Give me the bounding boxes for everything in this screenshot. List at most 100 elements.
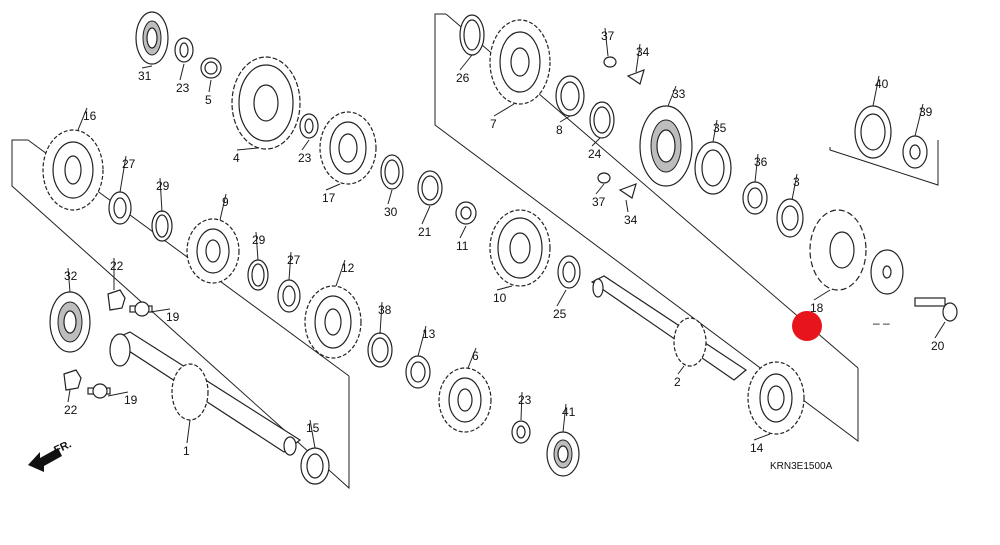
leader-line-37	[595, 183, 605, 195]
part-label-9[interactable]: 9	[222, 195, 229, 209]
leader-line-20	[934, 321, 946, 339]
part-label-24[interactable]: 24	[588, 147, 602, 161]
part-label-22[interactable]: 22	[110, 259, 124, 273]
part-label-33[interactable]: 33	[672, 87, 686, 101]
part-label-23[interactable]: 23	[518, 393, 532, 407]
leader-line-34	[635, 43, 641, 73]
leader-line-23	[520, 391, 523, 421]
bushing-11	[455, 201, 477, 225]
part-label-6[interactable]: 6	[472, 349, 479, 363]
ring-26	[459, 14, 485, 56]
leader-line-25	[556, 289, 567, 307]
seal-40	[854, 105, 892, 159]
part-label-34[interactable]: 34	[636, 45, 650, 59]
part-label-15[interactable]: 15	[306, 421, 320, 435]
part-label-10[interactable]: 10	[493, 291, 507, 305]
ring-38	[367, 332, 393, 368]
gear-16	[42, 129, 104, 211]
highlight-marker[interactable]	[792, 311, 822, 341]
part-label-30[interactable]: 30	[384, 205, 398, 219]
front-direction-arrow-icon	[28, 448, 62, 472]
part-label-37[interactable]: 37	[601, 29, 615, 43]
washer-23b	[299, 113, 319, 139]
part-label-20[interactable]: 20	[931, 339, 945, 353]
part-label-2[interactable]: 2	[674, 375, 681, 389]
part-label-27[interactable]: 27	[122, 157, 136, 171]
ring-21	[417, 170, 443, 206]
bearing-33	[639, 105, 693, 187]
part-label-17[interactable]: 17	[322, 191, 336, 205]
bushing-13	[405, 355, 431, 389]
part-label-19[interactable]: 19	[166, 310, 180, 324]
part-label-39[interactable]: 39	[919, 105, 933, 119]
part-label-29[interactable]: 29	[252, 233, 266, 247]
leader-line-7	[493, 103, 515, 117]
bearing-31	[135, 11, 169, 65]
washer-23a	[174, 37, 194, 63]
part-label-16[interactable]: 16	[83, 109, 97, 123]
leader-line-14	[753, 433, 771, 441]
part-label-18[interactable]: 18	[810, 301, 824, 315]
bearing-15	[300, 447, 330, 485]
bolt-37b	[597, 172, 611, 184]
leader-line-31	[141, 65, 153, 69]
part-label-40[interactable]: 40	[875, 77, 889, 91]
part-label-4[interactable]: 4	[233, 151, 240, 165]
part-label-32[interactable]: 32	[64, 269, 78, 283]
leader-line-23	[179, 63, 185, 81]
leader-line-33	[667, 85, 677, 107]
part-label-7[interactable]: 7	[490, 117, 497, 131]
part-label-1[interactable]: 1	[183, 444, 190, 458]
part-label-13[interactable]: 13	[422, 327, 436, 341]
leader-line-32	[67, 267, 71, 293]
part-label-14[interactable]: 14	[750, 441, 764, 455]
part-label-36[interactable]: 36	[754, 155, 768, 169]
part-label-3[interactable]: 3	[793, 175, 800, 189]
leader-line-37	[604, 27, 609, 57]
part-label-11[interactable]: 11	[456, 239, 469, 253]
leader-line-9	[219, 193, 227, 221]
part-label-26[interactable]: 26	[456, 71, 470, 85]
part-label-22[interactable]: 22	[64, 403, 78, 417]
part-label-23[interactable]: 23	[298, 151, 312, 165]
bearing-41	[546, 431, 580, 477]
part-label-27[interactable]: 27	[287, 253, 301, 267]
plate-22b	[63, 369, 82, 391]
leader-line-10	[496, 285, 513, 291]
washer-27b	[277, 279, 301, 313]
leader-line-19	[149, 308, 171, 313]
leader-line-12	[335, 259, 346, 287]
part-label-35[interactable]: 35	[713, 121, 727, 135]
part-label-12[interactable]: 12	[341, 261, 355, 275]
part-label-34[interactable]: 34	[624, 213, 638, 227]
leader-line-4	[236, 147, 259, 151]
leader-line-23	[301, 139, 310, 151]
leader-line-22	[67, 389, 71, 403]
part-label-41[interactable]: 41	[562, 405, 576, 419]
bolt-20	[914, 297, 958, 322]
leader-line-38	[379, 301, 383, 335]
diagram-code: KRN3E1500A	[770, 461, 833, 472]
shaft-1	[109, 331, 302, 456]
gear-9	[186, 218, 240, 284]
part-label-8[interactable]: 8	[556, 123, 563, 137]
frame-small-box	[829, 140, 939, 186]
ring-29b	[247, 259, 269, 291]
part-label-29[interactable]: 29	[156, 179, 170, 193]
leader-line-41	[562, 403, 567, 433]
callout-leaders	[67, 27, 946, 449]
part-label-38[interactable]: 38	[378, 303, 392, 317]
part-label-21[interactable]: 21	[418, 225, 432, 239]
washer-27a	[108, 191, 132, 225]
part-label-5[interactable]: 5	[205, 93, 212, 107]
part-label-23[interactable]: 23	[176, 81, 190, 95]
part-label-19[interactable]: 19	[124, 393, 138, 407]
leader-line-11	[459, 225, 467, 239]
leader-line-16	[77, 107, 88, 131]
sprocket-18	[809, 209, 867, 291]
part-label-25[interactable]: 25	[553, 307, 567, 321]
leader-line-8	[559, 115, 571, 123]
part-label-37[interactable]: 37	[592, 195, 606, 209]
part-label-31[interactable]: 31	[138, 69, 152, 83]
seal-35	[694, 141, 732, 195]
